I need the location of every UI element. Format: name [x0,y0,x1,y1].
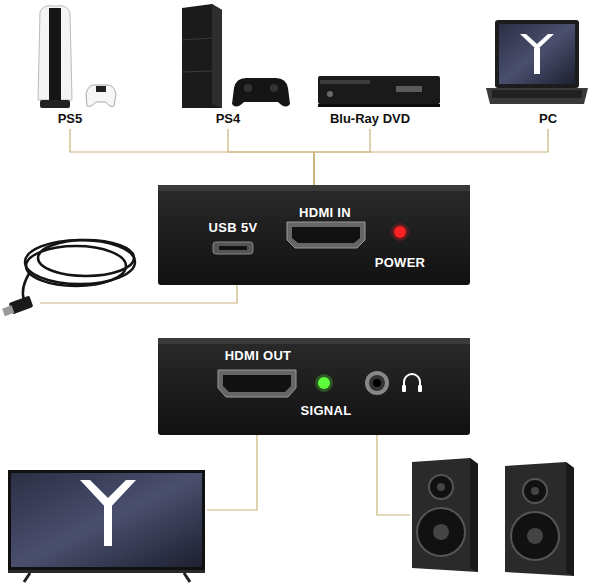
speaker [470,458,478,572]
bluray-player [318,76,440,104]
extractor-housing [219,246,247,250]
device-name: PS4 [216,111,241,126]
extractor-housing [218,370,296,397]
bluray-player [318,104,440,107]
ps4-console [182,4,290,108]
extractor-housing [404,374,420,388]
extractor-housing [158,185,470,285]
ps4-console [212,4,222,108]
signal-connector [70,129,314,185]
ps5-console [40,100,70,108]
bluray-player [327,91,333,97]
extractor-housing [369,375,385,391]
port-label: USB 5V [209,220,258,235]
usb-cable [26,246,126,286]
ps4-console [182,4,222,108]
laptop [534,48,540,74]
speaker [437,483,445,491]
extractor-housing [223,375,291,392]
television [24,573,190,582]
speaker [505,462,574,576]
speaker [417,508,465,556]
laptop [520,34,554,50]
extractor-housing [365,371,389,395]
extractor-housing [315,374,333,392]
television [8,570,205,573]
ps4-console [270,84,278,92]
television [8,470,205,582]
laptop [486,88,588,104]
laptop [492,90,582,98]
ps5-console [86,85,116,107]
signal-connector [228,129,314,185]
port-label: SIGNAL [301,403,352,418]
speaker [523,479,547,503]
extractor-housing [158,185,470,191]
device-name: PC [539,111,557,126]
extractor-housing [158,338,470,344]
extractor-housing [213,242,253,254]
bluray-player [320,80,370,84]
device-name: PS5 [58,111,83,126]
extractor-housing [391,223,409,241]
television [104,506,112,546]
port-label: HDMI IN [299,205,351,220]
extractor-panel: HDMI OUT SIGNAL [158,338,470,435]
extractor-housing [373,379,381,387]
laptop [499,24,575,84]
usb-plug [2,296,33,317]
speaker [412,458,574,576]
laptop [486,20,588,104]
television [11,473,202,567]
ps5-console [49,8,61,100]
port-label: POWER [375,255,426,270]
extractor-housing [158,338,470,435]
ps4-console [182,38,212,40]
bluray-player [318,76,440,107]
speaker [429,475,453,499]
device-label: PS4 [210,107,247,129]
laptop [495,20,579,88]
extractor-housing [418,385,422,392]
bluray-player [396,86,422,92]
signal-connector [314,129,548,185]
extractor-housing [158,338,470,435]
ps5-console [38,6,116,108]
speaker [527,528,543,544]
speaker [531,487,539,495]
usb-plug [2,305,14,316]
usb-cable [23,272,30,300]
extractor-housing [292,227,360,243]
signal-connector [314,129,370,185]
television [80,480,136,510]
extractor-housing [287,222,365,248]
ps5-console [38,6,72,100]
usb-cable [23,240,135,300]
extractor-housing [402,385,406,392]
speaker [511,512,559,560]
device-label: PC [533,107,563,129]
ps4-console [244,84,252,92]
device-label: Blu-Ray DVD [324,107,416,129]
device-label: PS5 [52,107,89,129]
ps5-console [96,86,106,92]
extractor-housing [158,185,470,285]
speaker [433,524,449,540]
extractor-panel: USB 5V HDMI IN POWER [158,185,470,285]
ps4-console [232,78,290,107]
ps4-console [182,71,212,72]
television [8,470,205,570]
speaker [566,462,574,576]
port-label: HDMI OUT [225,348,292,363]
speaker [412,458,478,572]
device-name: Blu-Ray DVD [330,111,410,126]
